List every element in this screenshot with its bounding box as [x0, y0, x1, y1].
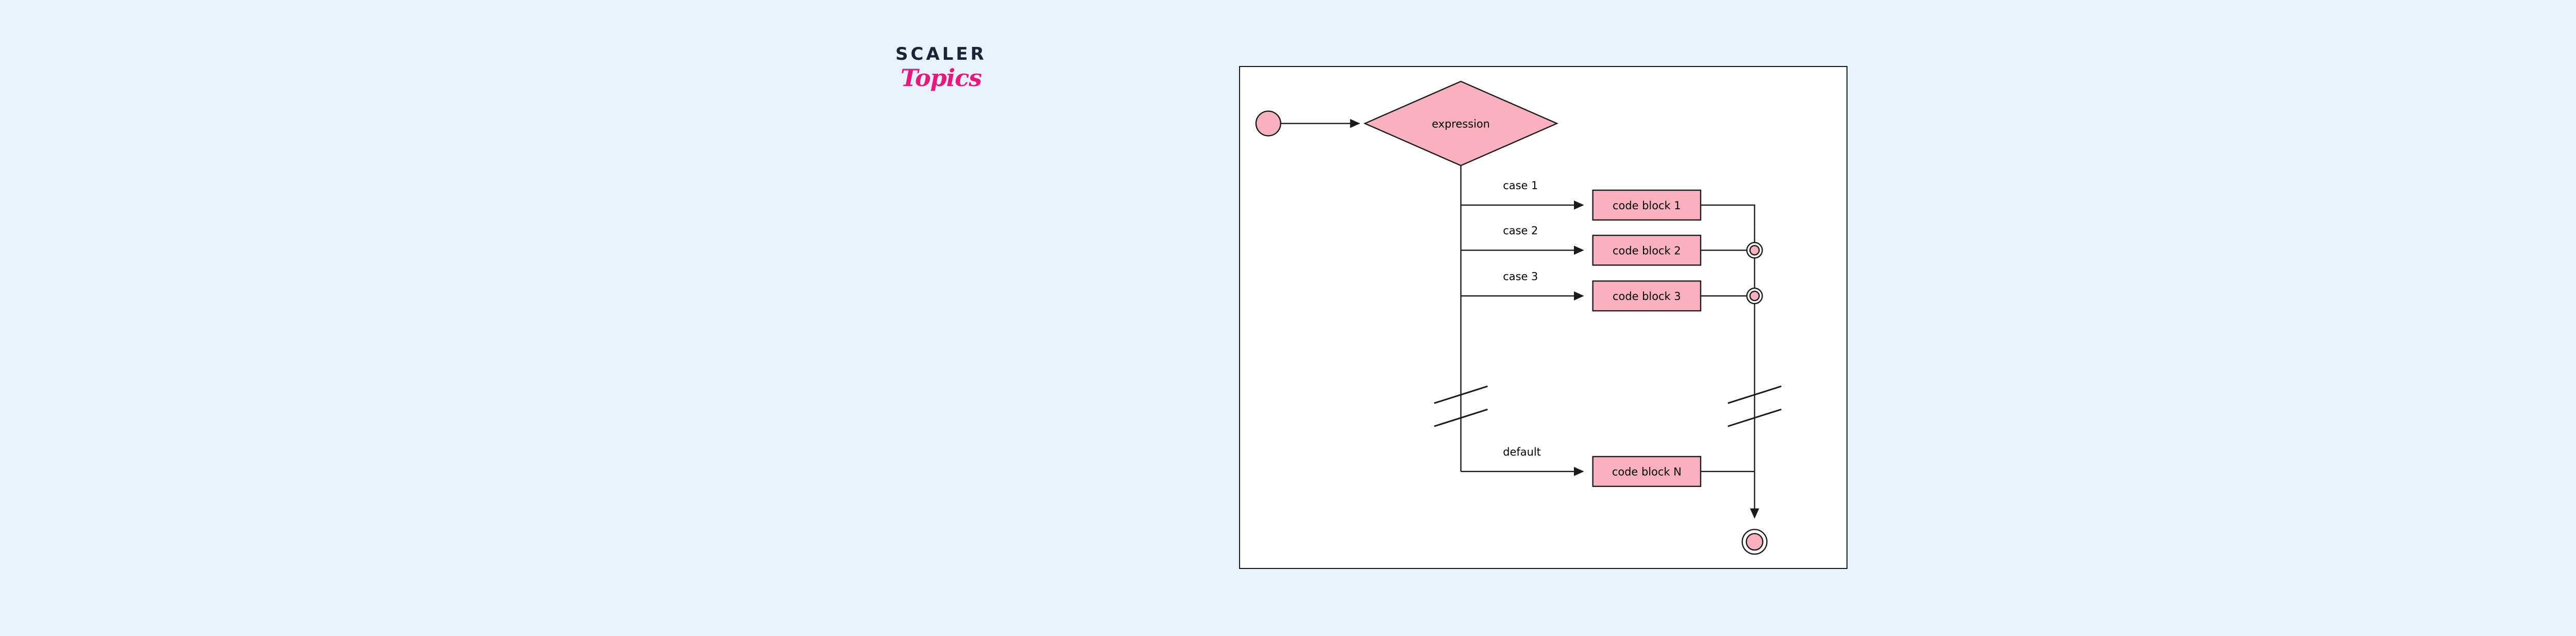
brand-wordmark: SCALER: [895, 44, 987, 64]
edge-label-case-3: case 3: [1503, 270, 1538, 282]
code-block-n: [1592, 456, 1702, 487]
merge-junction-2: [1746, 288, 1763, 305]
break-symbol-right: [1727, 386, 1782, 427]
code-block-3-label: code block 3: [1613, 290, 1681, 303]
end-node: [1741, 529, 1768, 555]
start-node: [1255, 110, 1281, 137]
code-block-2-label: code block 2: [1613, 245, 1681, 257]
break-symbol-left: [1434, 386, 1488, 427]
edge-label-default: default: [1503, 446, 1541, 458]
code-block-3: [1592, 280, 1702, 312]
brand-script-mark: Topics: [901, 64, 982, 92]
edge-label-case-2: case 2: [1503, 225, 1538, 237]
merge-junction-1: [1746, 242, 1763, 259]
diagram-frame: expression case 1 code block 1 case 2 co…: [1239, 66, 1848, 569]
code-block-1-label: code block 1: [1613, 199, 1681, 212]
edge-label-case-1: case 1: [1503, 179, 1538, 192]
switch-flowchart: expression case 1 code block 1 case 2 co…: [1255, 80, 1782, 555]
expression-decision-label: expression: [1432, 118, 1490, 130]
expression-decision: [1363, 80, 1558, 166]
scaler-topics-logo: SCALER Topics: [895, 45, 1050, 112]
edge-block-1-to-merge: [1700, 204, 1755, 227]
code-block-n-label: code block N: [1612, 466, 1682, 478]
